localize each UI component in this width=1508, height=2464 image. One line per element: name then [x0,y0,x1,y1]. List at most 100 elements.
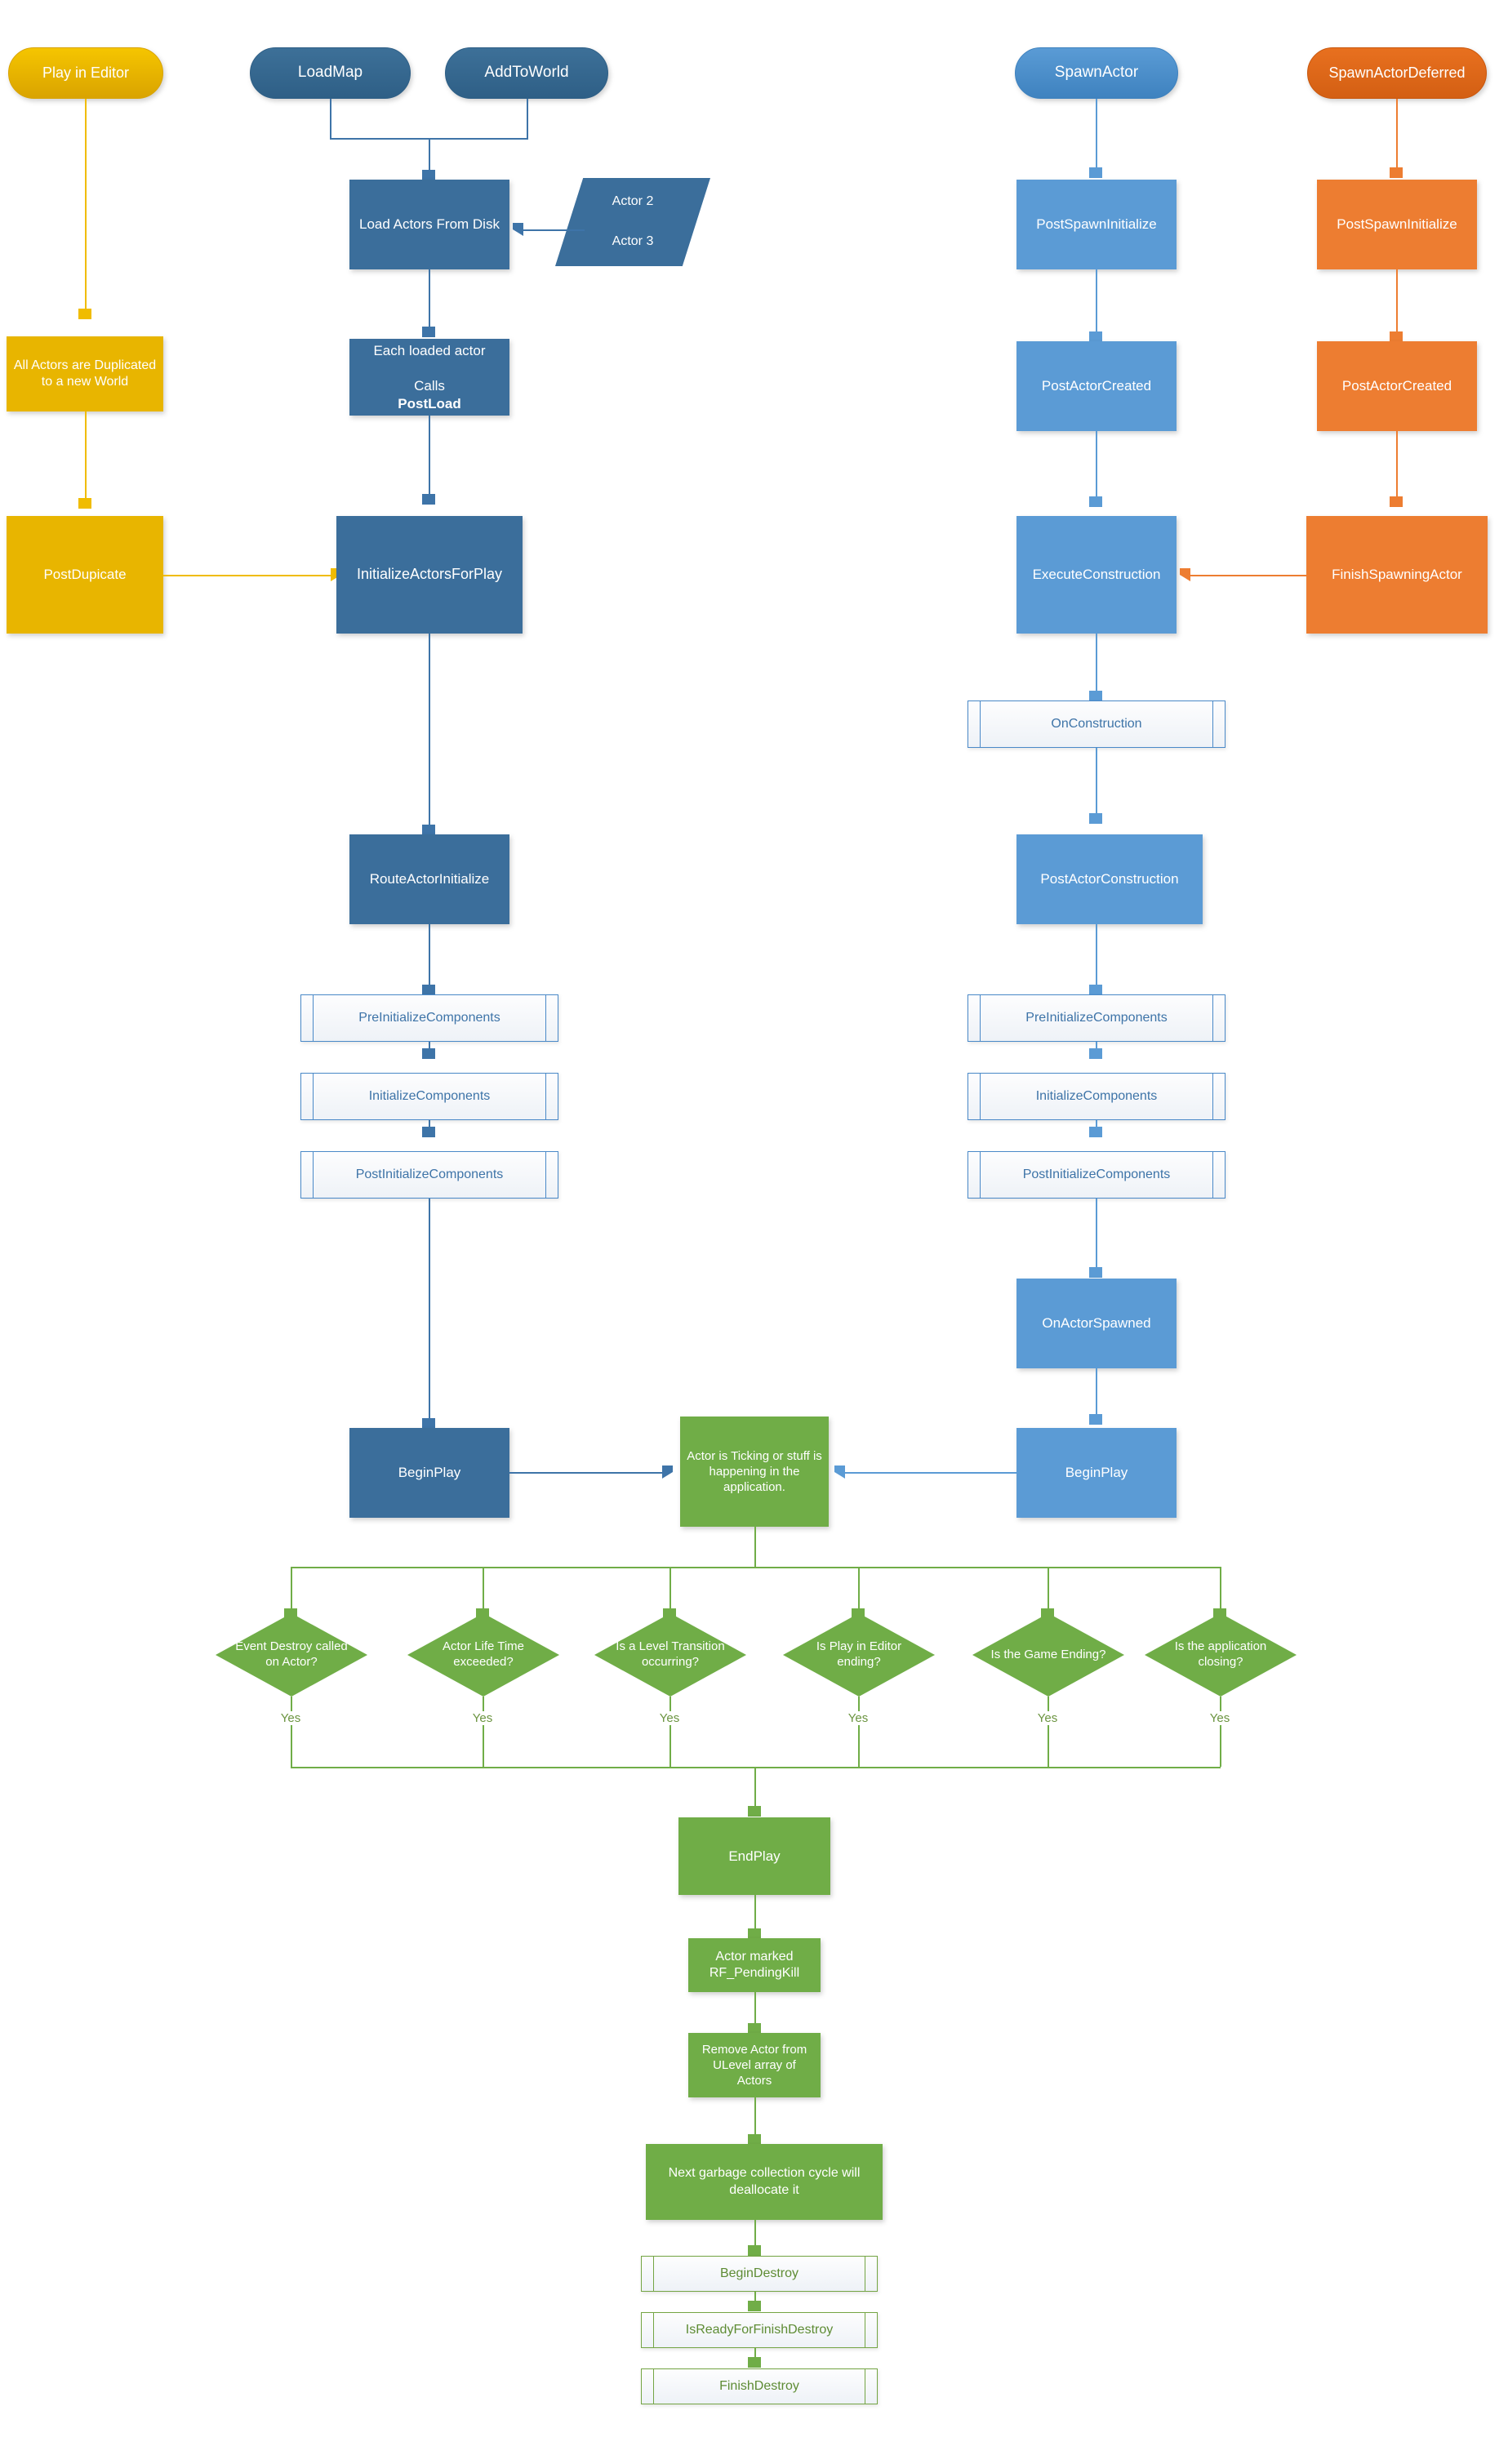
process-beginplay-right[interactable]: BeginPlay [1016,1428,1177,1518]
subroutine-finishdestroy[interactable]: FinishDestroy [641,2368,878,2404]
process-postspawninitialize-spawn[interactable]: PostSpawnInitialize [1016,180,1177,269]
process-executeconstruction[interactable]: ExecuteConstruction [1016,516,1177,634]
yes-line-3 [669,1697,671,1767]
decision-label: Is the Game Ending? [990,1647,1106,1661]
process-label: Next garbage collection cycle will deall… [668,2166,861,2197]
process-label: PostActorCreated [1341,378,1452,394]
process-label: All Actors are Duplicated to a new World [13,358,157,389]
branch-down-1 [291,1567,292,1612]
terminator-label: Play in Editor [42,64,130,81]
arrowhead-to-postduplicate [78,498,91,509]
connector-addtoworld-down [527,99,528,138]
decision-level-transition[interactable]: Is a Level Transition occurring? [594,1613,746,1697]
decision-play-in-editor-ending[interactable]: Is Play in Editor ending? [783,1613,935,1697]
process-actor-is-ticking[interactable]: Actor is Ticking or stuff is happening i… [680,1417,829,1527]
process-all-actors-duplicated[interactable]: All Actors are Duplicated to a new World [7,336,163,411]
process-endplay[interactable]: EndPlay [678,1817,830,1895]
arrowhead-to-executeconstruction-left [1180,568,1190,581]
connector-route-to-preinit [429,924,430,990]
arrowhead-to-postspawninitialize-deferred [1390,167,1403,178]
edge-label-yes-2: Yes [458,1711,507,1725]
connector-onactorspawned-to-beginplay-right [1096,1368,1097,1417]
process-initializeactorsforplay[interactable]: InitializeActorsForPlay [336,516,523,634]
connector-init-to-postinit-right [1096,1120,1097,1132]
process-label: OnActorSpawned [1042,1315,1151,1332]
branch-down-4 [858,1567,860,1612]
terminator-loadmap[interactable]: LoadMap [250,47,411,99]
arrowhead-to-load-actors-left [513,223,523,236]
arrowhead-to-postactorcreated-deferred [1390,331,1403,342]
process-postactorcreated-deferred[interactable]: PostActorCreated [1317,341,1477,431]
subroutine-initializecomponents-right[interactable]: InitializeComponents [968,1073,1226,1120]
process-next-garbage-collection[interactable]: Next garbage collection cycle will deall… [646,2144,883,2220]
arrowhead-to-finishdestroy [748,2357,761,2368]
edge-label-yes-3: Yes [645,1711,694,1725]
connector-beginplay-left-to-ticking [509,1472,665,1474]
arrowhead-to-remove-actor [748,2023,761,2034]
connector-preinit-to-init-left [429,1042,430,1053]
subroutine-begindestroy[interactable]: BeginDestroy [641,2256,878,2292]
subroutine-isreadyforfinishdestroy[interactable]: IsReadyForFinishDestroy [641,2312,878,2348]
process-label: PostDupicate [43,567,127,583]
subroutine-label: PreInitializeComponents [1025,1011,1168,1025]
subroutine-initializecomponents-left[interactable]: InitializeComponents [300,1073,558,1120]
process-load-actors-from-disk[interactable]: Load Actors From Disk [349,180,509,269]
terminator-play-in-editor[interactable]: Play in Editor [8,47,163,99]
subroutine-preinitializecomponents-left[interactable]: PreInitializeComponents [300,994,558,1042]
terminator-spawnactor[interactable]: SpawnActor [1015,47,1178,99]
subroutine-onconstruction[interactable]: OnConstruction [968,701,1226,748]
process-label: Actor is Ticking or stuff is happening i… [687,1448,822,1495]
process-each-loaded-actor-postload[interactable]: Each loaded actor Calls PostLoad [349,339,509,416]
process-label: InitializeActorsForPlay [356,566,503,583]
connector-postinit-to-beginplay-left [429,1199,430,1423]
arrowhead-to-preinit-left [422,985,435,995]
process-label: ExecuteConstruction [1032,567,1161,583]
actor-list-lines: Actor 1 Actor 2 Actor 3 ... [612,178,654,289]
decision-actor-lifetime[interactable]: Actor Life Time exceeded? [407,1613,559,1697]
decision-event-destroy[interactable]: Event Destroy called on Actor? [216,1613,367,1697]
process-postactorconstruction[interactable]: PostActorConstruction [1016,834,1203,924]
subroutine-label: IsReadyForFinishDestroy [685,2323,834,2337]
connector-spawnactor-to-postspawn [1096,99,1097,171]
terminator-addtoworld[interactable]: AddToWorld [445,47,608,99]
process-label: FinishSpawningActor [1332,567,1462,583]
decision-label: Actor Life Time exceeded? [442,1639,525,1669]
subroutine-label: InitializeComponents [368,1089,491,1103]
terminator-label: AddToWorld [484,64,569,82]
process-beginplay-left[interactable]: BeginPlay [349,1428,509,1518]
process-finishspawningactor[interactable]: FinishSpawningActor [1306,516,1488,634]
process-label: Actor marked RF_PendingKill [709,1949,800,1980]
terminator-spawnactordeferred[interactable]: SpawnActorDeferred [1307,47,1487,99]
subroutine-postinitializecomponents-left[interactable]: PostInitializeComponents [300,1151,558,1199]
process-remove-actor-from-ulevel[interactable]: Remove Actor from ULevel array of Actors [688,2033,821,2097]
subroutine-label: OnConstruction [1051,717,1142,731]
arrowhead-to-postinit-left [422,1127,435,1137]
process-label: EndPlay [728,1848,781,1864]
decision-application-closing[interactable]: Is the application closing? [1145,1613,1297,1697]
connector-loadmap-down [330,99,331,138]
process-onactorspawned[interactable]: OnActorSpawned [1016,1279,1177,1368]
process-actor-marked-pendingkill[interactable]: Actor marked RF_PendingKill [688,1938,821,1992]
arrowhead-to-executeconstruction [1089,496,1102,507]
subroutine-postinitializecomponents-right[interactable]: PostInitializeComponents [968,1151,1226,1199]
arrowhead-to-routeactorinitialize [422,825,435,835]
subroutine-preinitializecomponents-right[interactable]: PreInitializeComponents [968,994,1226,1042]
decision-label: Event Destroy called on Actor? [235,1639,348,1669]
arrowhead-to-preinit-right [1089,985,1102,995]
arrowhead-to-postload [422,327,435,337]
arrowhead-to-postinit-right [1089,1127,1102,1137]
decision-game-ending[interactable]: Is the Game Ending? [972,1613,1124,1697]
process-postdupicate[interactable]: PostDupicate [7,516,163,634]
connector-decision-bus-top [291,1567,1221,1568]
connector-postspawn-to-postcreated-deferred [1396,269,1398,335]
connector-begindestroy-to-isready [754,2292,756,2305]
connector-isready-to-finishdestroy [754,2348,756,2361]
subroutine-label: InitializeComponents [1035,1089,1158,1103]
subroutine-label: PostInitializeComponents [355,1168,504,1181]
process-postspawninitialize-deferred[interactable]: PostSpawnInitialize [1317,180,1477,269]
process-postactorcreated-spawn[interactable]: PostActorCreated [1016,341,1177,431]
connector-postduplicate-to-initactors [163,575,333,576]
actor-item: ... [627,275,638,289]
process-routeactorinitialize[interactable]: RouteActorInitialize [349,834,509,924]
